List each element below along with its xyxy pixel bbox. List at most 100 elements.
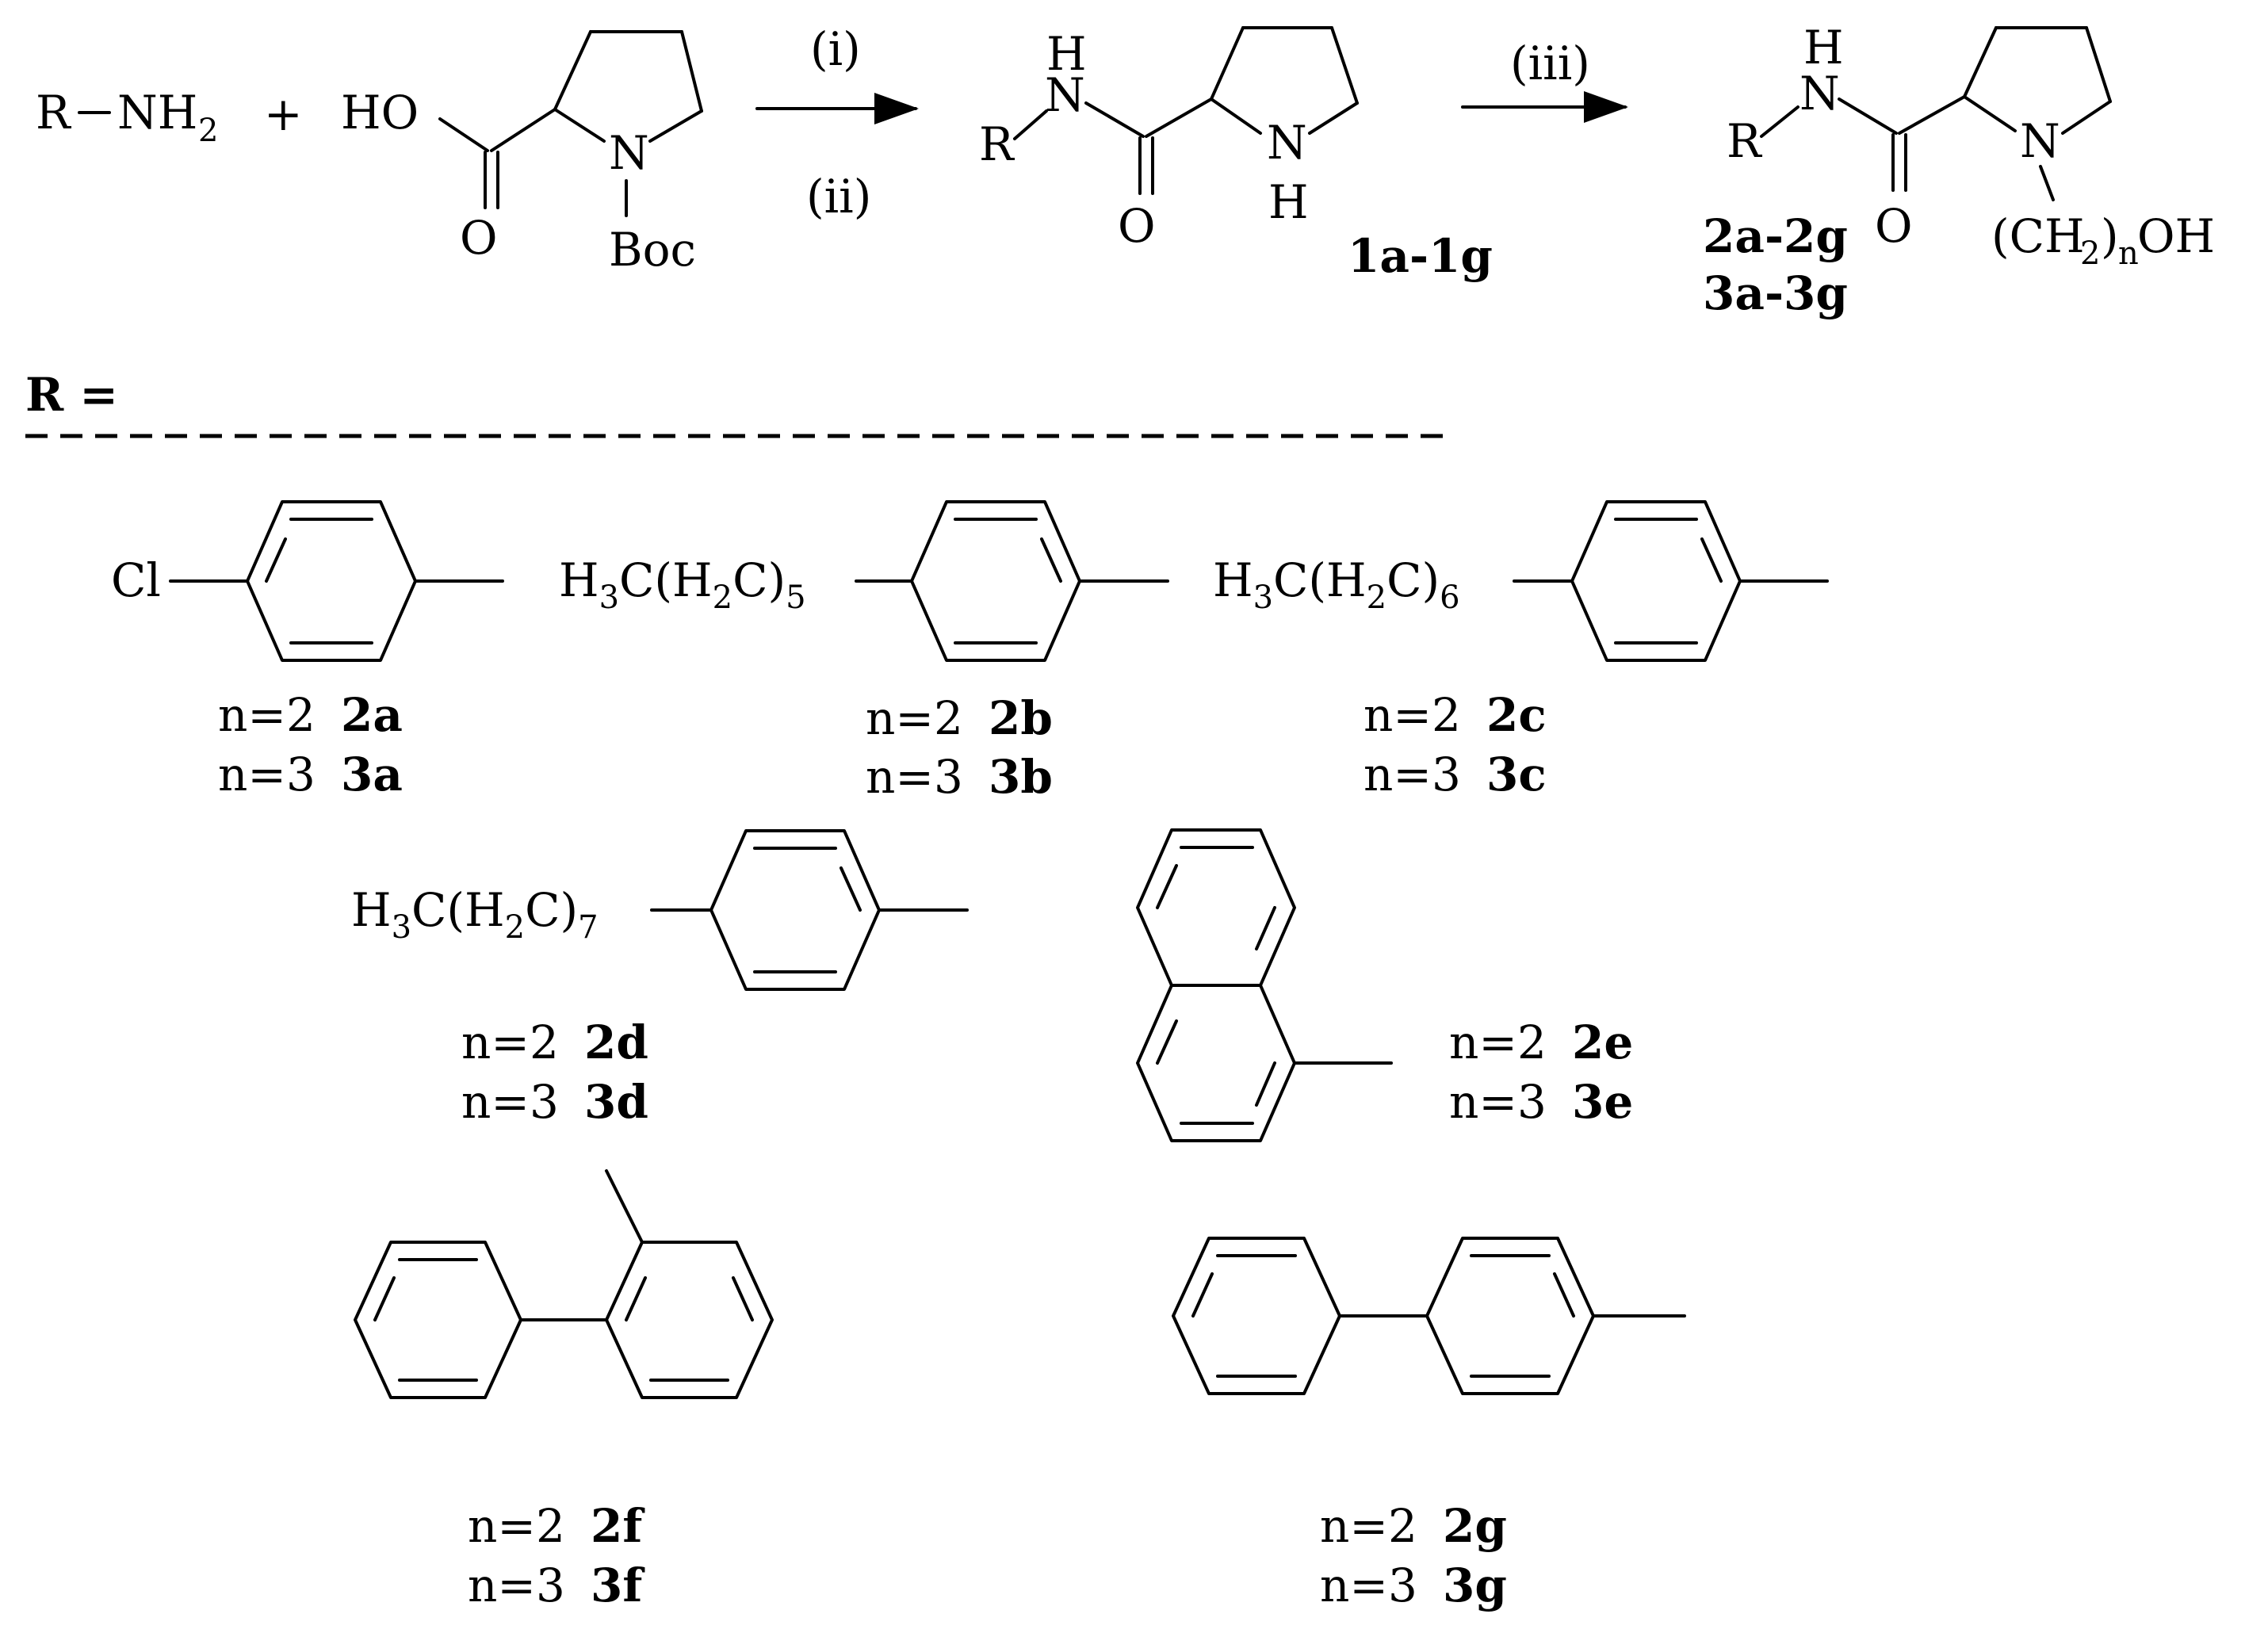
bond-ho-c	[438, 117, 489, 152]
bf-right-inner-2	[732, 1276, 754, 1321]
label-n3-d: n=3	[461, 1075, 559, 1129]
r-group-heading: R =	[25, 368, 118, 422]
prod-bond-n-c	[1838, 98, 1898, 135]
naphthalene-ring-top	[1136, 828, 1296, 987]
label-n2-d: n=2	[461, 1015, 559, 1069]
side-chain-open: (CH	[1991, 209, 2085, 263]
substituent-b: H3C(H2C)5 n=2 2b n=3 3b	[559, 500, 1169, 804]
int-ring-1	[1210, 26, 1245, 101]
naph-inner-2	[1156, 864, 1178, 909]
int-ring-5	[1210, 98, 1262, 135]
biphenyl-g-ring-right	[1425, 1237, 1595, 1395]
int-bond-n-c	[1084, 101, 1145, 138]
ring-bond-3	[680, 30, 703, 113]
int-ring-n-label: N	[1267, 116, 1307, 170]
prod-r-label: R	[1727, 114, 1763, 168]
benzene-ring-a	[246, 500, 417, 662]
boc-label: Boc	[609, 223, 696, 277]
int-ring-4	[1308, 101, 1359, 135]
bond-c-ca	[490, 108, 556, 152]
compound-label-3d: 3d	[584, 1075, 648, 1129]
bf-right-inner-3	[625, 1276, 647, 1321]
compound-label-2g: 2g	[1443, 1499, 1507, 1553]
boc-proline-o-label: O	[460, 211, 498, 265]
product: H N R O N (CH 2 ) n OH 2a-2g 3a-3g	[1703, 21, 2215, 320]
hexyl-label: H3C(H2C)5	[559, 553, 806, 616]
substituent-a: Cl n=2 2a n=3 3a	[111, 500, 504, 801]
biphenyl-f-ring-right	[605, 1241, 774, 1399]
compound-label-3a: 3a	[341, 748, 403, 801]
amine-nh-label: NH	[117, 86, 197, 140]
label-n3-b: n=3	[866, 750, 963, 804]
prod-amide-n-label: N	[1799, 67, 1840, 120]
boc-proline-n-label: N	[609, 126, 649, 180]
compound-label-3f: 3f	[591, 1558, 645, 1612]
amine-subscript: 2	[198, 113, 218, 149]
int-ring-3	[1330, 26, 1359, 105]
naph-inner-4	[1156, 1019, 1178, 1065]
ring-a-inner-3	[265, 537, 287, 583]
naph-inner-6	[1255, 1061, 1276, 1107]
amine-r-label: R	[36, 86, 72, 140]
prod-bond-r-n	[1760, 105, 1799, 138]
int-o-label: O	[1118, 199, 1156, 253]
ring-d-inner-3	[840, 866, 862, 912]
int-ring-h-label: H	[1268, 175, 1309, 229]
bond-bf-attach	[605, 1169, 644, 1244]
prod-ring-4	[2061, 100, 2112, 135]
label-n2-g: n=2	[1320, 1499, 1417, 1553]
bg-left-inner-3	[1191, 1272, 1214, 1317]
bf-left-inner-3	[373, 1276, 396, 1321]
substituent-e: n=2 2e n=3 3e	[1136, 828, 1633, 1142]
prod-amide-h-label: H	[1803, 21, 1844, 75]
reaction-arrow-1: (i) (ii)	[755, 22, 919, 224]
prod-ring-1	[1963, 26, 1998, 98]
octyl-label: H3C(H2C)7	[351, 883, 599, 946]
int-amide-n-label: N	[1045, 68, 1085, 122]
compound-label-3g: 3g	[1443, 1558, 1507, 1612]
compound-label-1a-1g: 1a-1g	[1348, 229, 1493, 283]
ring-bond-5	[553, 108, 606, 143]
compound-label-2d: 2d	[584, 1015, 648, 1069]
ring-c-inner-3	[1700, 537, 1723, 583]
reactant-amine: R NH 2	[36, 86, 218, 149]
label-n2-f: n=2	[468, 1499, 565, 1553]
side-chain-sub2: 2	[2080, 235, 2100, 272]
biphenyl-g-ring-left	[1172, 1237, 1341, 1395]
prod-bond-c-ca	[1898, 95, 1966, 135]
biphenyl-f-ring-left	[354, 1241, 522, 1399]
plus-sign: +	[264, 87, 303, 141]
compound-label-3a-3g: 3a-3g	[1703, 266, 1848, 320]
ring-bond-4	[648, 109, 703, 143]
ring-b-inner-3	[1040, 537, 1062, 583]
label-n3-e: n=3	[1449, 1075, 1547, 1129]
prod-o-label: O	[1875, 199, 1913, 253]
benzene-ring-c	[1570, 500, 1742, 662]
int-bond-r-n	[1013, 109, 1048, 140]
label-n3-c: n=3	[1363, 748, 1461, 801]
substituent-c: H3C(H2C)6 n=2 2c n=3 3c	[1213, 500, 1829, 801]
bg-right-inner-3	[1553, 1272, 1575, 1317]
label-n2-b: n=2	[866, 691, 963, 745]
intermediate-1: H N R O N H 1a-1g	[979, 26, 1493, 283]
side-chain-label: (CH 2 ) n OH	[1991, 209, 2215, 272]
ring-bond-1	[553, 30, 592, 111]
compound-label-2e: 2e	[1572, 1015, 1633, 1069]
naphthalene-ring-bottom	[1136, 984, 1296, 1142]
label-n3-a: n=3	[218, 748, 316, 801]
side-chain-tail: OH	[2137, 209, 2215, 263]
substituent-g: n=2 2g n=3 3g	[1172, 1237, 1686, 1612]
reaction-arrow-2: (iii)	[1461, 36, 1628, 123]
prod-ring-n-label: N	[2020, 114, 2060, 168]
boc-proline: HO O N Boc	[341, 30, 703, 277]
int-amide-h-label: H	[1046, 27, 1087, 81]
compound-label-2c: 2c	[1486, 688, 1547, 742]
int-r-label: R	[979, 117, 1015, 171]
compound-label-3c: 3c	[1486, 748, 1547, 801]
label-n2-a: n=2	[218, 688, 316, 742]
label-n3-f: n=3	[468, 1558, 565, 1612]
prod-ring-5	[1963, 95, 2017, 132]
boc-proline-ho-label: HO	[341, 86, 419, 140]
condition-i: (i)	[810, 22, 861, 76]
